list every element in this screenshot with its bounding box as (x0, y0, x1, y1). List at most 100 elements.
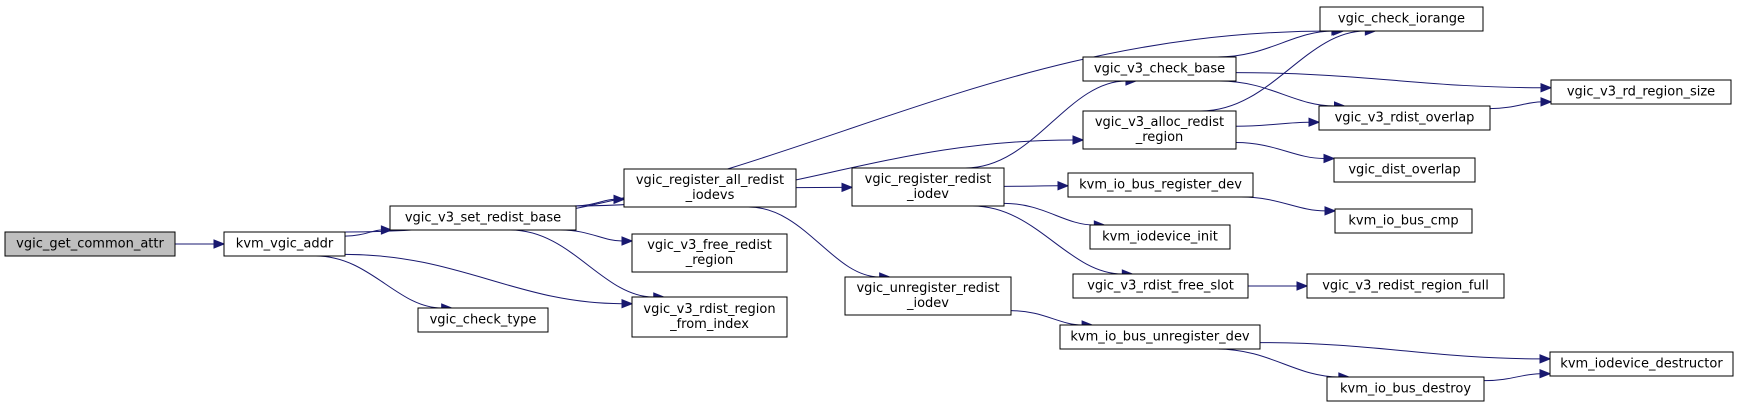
node-box[interactable] (1089, 224, 1231, 250)
edge-line (965, 80, 1126, 169)
node-label: kvm_vgic_addr (236, 237, 334, 252)
node-box[interactable] (851, 167, 1005, 207)
edge-line (1200, 30, 1366, 112)
node-kvm-io-bus-destroy[interactable]: kvm_io_bus_destroy (1326, 376, 1485, 402)
node-box[interactable] (417, 307, 549, 333)
edge-line (1489, 101, 1542, 110)
node-vgic-v3-check-base[interactable]: vgic_v3_check_base (1082, 56, 1237, 82)
node-box[interactable] (1318, 105, 1491, 131)
node-box[interactable] (631, 296, 788, 338)
node-kvm-vgic-addr[interactable]: kvm_vgic_addr (223, 231, 346, 257)
edge-kvm-vgic-addr-to-vgic-v3-set-redist-base (344, 225, 393, 237)
node-label: vgic_v3_rdist_free_slot (1087, 279, 1234, 294)
node-box[interactable] (1326, 376, 1485, 402)
node-label: vgic_v3_rdist_overlap (1335, 111, 1475, 126)
edge-line (573, 198, 615, 207)
call-graph-nodes: vgic_get_common_attr kvm_vgic_addr vgic_v3… (4, 6, 1734, 402)
node-label: _region (1135, 130, 1184, 145)
edge-arrowhead (1539, 368, 1552, 379)
edge-line (1235, 121, 1310, 127)
node-label: _iodev (906, 296, 949, 311)
node-box[interactable] (1072, 273, 1249, 299)
edge-vgic-v3-set-redist-base-to-vgic-v3-free-redist-region (560, 229, 634, 246)
edge-kvm-vgic-addr-to-vgic-v3-rdist-region-from-index (344, 253, 634, 309)
node-box[interactable] (631, 233, 788, 273)
node-box[interactable] (1067, 172, 1254, 198)
node-box[interactable] (1306, 273, 1505, 299)
node-vgic-v3-alloc-redist-region[interactable]: vgic_v3_alloc_redist_region (1082, 110, 1237, 150)
edge-arrowhead (380, 225, 393, 235)
node-box[interactable] (1059, 324, 1261, 350)
edge-line (510, 229, 654, 298)
node-box[interactable] (1549, 351, 1734, 377)
edge-vgic-v3-set-redist-base-to-vgic-register-all-redist-iodevs (573, 194, 626, 207)
node-vgic-check-type[interactable]: vgic_check_type (417, 307, 549, 333)
edge-line (1483, 373, 1541, 382)
node-label: vgic_v3_rd_region_size (1567, 85, 1715, 100)
node-label: _from_index (669, 317, 749, 332)
node-kvm-iodevice-init[interactable]: kvm_iodevice_init (1089, 224, 1231, 250)
node-label: vgic_check_type (430, 313, 537, 328)
node-box[interactable] (1333, 157, 1476, 183)
node-box[interactable] (4, 231, 176, 257)
node-vgic-v3-set-redist-base[interactable]: vgic_v3_set_redist_base (389, 205, 577, 231)
node-label: vgic_register_redist (865, 172, 992, 187)
edge-vgic-register-all-redist-iodevs-to-vgic-register-redist-iodev (795, 182, 854, 193)
edge-line (1235, 141, 1325, 159)
node-label: vgic_check_iorange (1338, 12, 1465, 27)
node-vgic-v3-redist-region-full[interactable]: vgic_v3_redist_region_full (1306, 273, 1505, 299)
node-kvm-io-bus-register-dev[interactable]: kvm_io_bus_register_dev (1067, 172, 1254, 198)
edge-line (1259, 342, 1541, 360)
node-label: _region (685, 253, 734, 268)
node-box[interactable] (1334, 208, 1473, 234)
node-label: vgic_v3_check_base (1094, 62, 1225, 77)
node-box[interactable] (1082, 110, 1237, 150)
node-label: kvm_iodevice_init (1102, 230, 1218, 245)
node-label: kvm_io_bus_register_dev (1079, 178, 1242, 193)
node-vgic-dist-overlap[interactable]: vgic_dist_overlap (1333, 157, 1476, 183)
node-vgic-v3-free-redist-region[interactable]: vgic_v3_free_redist_region (631, 233, 788, 273)
node-box[interactable] (1319, 6, 1484, 32)
node-box[interactable] (223, 231, 346, 257)
edge-line (1216, 348, 1339, 378)
edge-vgic-v3-rdist-free-slot-to-vgic-v3-redist-region-full (1247, 281, 1309, 291)
edge-vgic-v3-rdist-overlap-to-vgic-v3-rd-region-size (1489, 97, 1553, 110)
node-label: _iodev (906, 187, 949, 202)
edge-arrowhead (841, 182, 854, 193)
edge-arrowhead (1540, 82, 1553, 93)
node-label: vgic_v3_set_redist_base (405, 211, 561, 226)
node-vgic-get-common-attr[interactable]: vgic_get_common_attr (4, 231, 176, 257)
node-box[interactable] (623, 168, 797, 208)
edge-arrowhead (621, 236, 634, 246)
edge-line (315, 255, 442, 309)
node-kvm-io-bus-cmp[interactable]: kvm_io_bus_cmp (1334, 208, 1473, 234)
edge-line (748, 206, 880, 278)
node-vgic-unregister-redist-iodev[interactable]: vgic_unregister_redist_iodev (844, 276, 1012, 316)
node-label: kvm_io_bus_unregister_dev (1070, 330, 1250, 345)
node-label: kvm_io_bus_cmp (1348, 214, 1458, 229)
node-vgic-v3-rdist-overlap[interactable]: vgic_v3_rdist_overlap (1318, 105, 1491, 131)
edge-line (1241, 196, 1326, 212)
node-vgic-register-redist-iodev[interactable]: vgic_register_redist_iodev (851, 167, 1005, 207)
node-vgic-v3-rd-region-size[interactable]: vgic_v3_rd_region_size (1550, 79, 1732, 105)
node-box[interactable] (844, 276, 1012, 316)
node-box[interactable] (389, 205, 577, 231)
node-kvm-io-bus-unregister-dev[interactable]: kvm_io_bus_unregister_dev (1059, 324, 1261, 350)
edge-vgic-get-common-attr-to-kvm-vgic-addr (175, 239, 226, 249)
edge-vgic-register-redist-iodev-to-kvm-io-bus-register-dev (1003, 181, 1070, 191)
node-box[interactable] (1550, 79, 1732, 105)
edge-arrowhead (613, 194, 626, 205)
node-vgic-check-iorange[interactable]: vgic_check_iorange (1319, 6, 1484, 32)
node-vgic-v3-rdist-region-from-index[interactable]: vgic_v3_rdist_region_from_index (631, 296, 788, 338)
node-vgic-register-all-redist-iodevs[interactable]: vgic_register_all_redist_iodevs (623, 168, 797, 208)
edge-vgic-v3-check-base-to-vgic-v3-rd-region-size (1235, 72, 1553, 93)
node-vgic-v3-rdist-free-slot[interactable]: vgic_v3_rdist_free_slot (1072, 273, 1249, 299)
node-label: vgic_get_common_attr (16, 237, 164, 252)
node-kvm-iodevice-destructor[interactable]: kvm_iodevice_destructor (1549, 351, 1734, 377)
node-box[interactable] (1082, 56, 1237, 82)
edge-arrowhead (1324, 206, 1337, 216)
edge-vgic-register-redist-iodev-to-kvm-iodevice-init (1003, 202, 1106, 230)
edge-line (1219, 80, 1335, 107)
edge-vgic-v3-alloc-redist-region-to-vgic-dist-overlap (1235, 141, 1336, 164)
edge-arrowhead (1323, 153, 1336, 164)
